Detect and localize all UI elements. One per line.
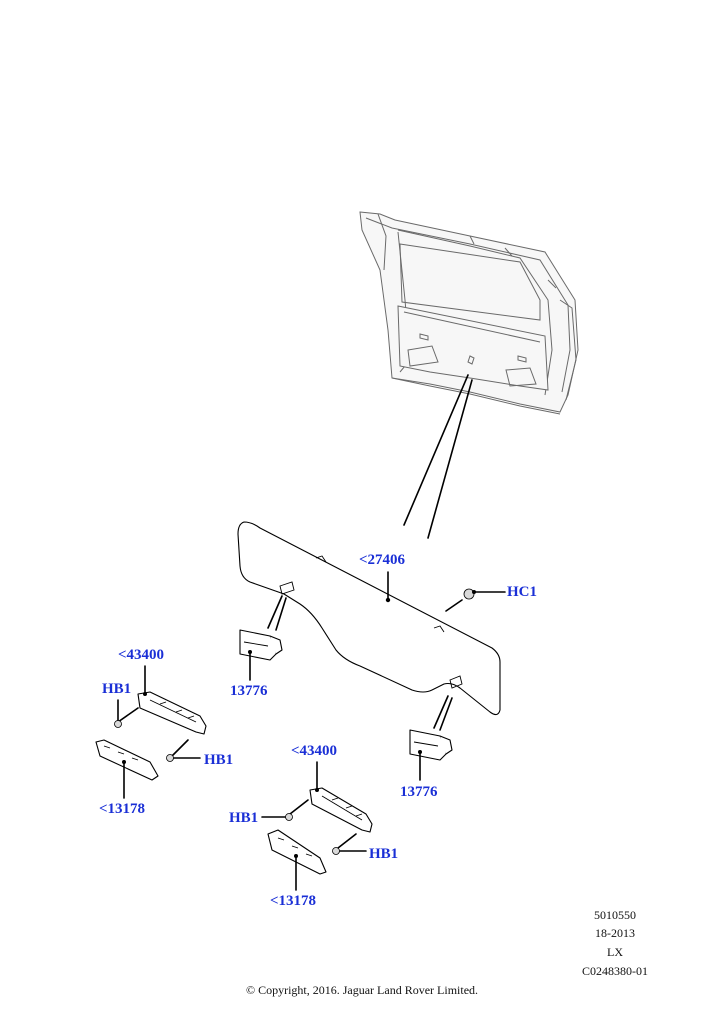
cover-left: [95, 739, 159, 799]
panel-leader-lines: [403, 374, 473, 539]
bolt-right-b: [332, 833, 367, 855]
meta-drawing-number: 5010550: [594, 908, 636, 922]
callout-bolt-left-a-hb1[interactable]: HB1: [102, 681, 132, 697]
meta-illustration-id: C0248380-01: [582, 964, 648, 978]
callout-clip-hc1[interactable]: HC1: [507, 584, 537, 600]
callout-cover-left-13178[interactable]: <13178: [99, 801, 146, 817]
callout-bolt-right-b-hb1[interactable]: HB1: [369, 846, 399, 862]
callout-panel-27406[interactable]: <27406: [359, 552, 406, 568]
bolt-right-a: [261, 799, 309, 821]
sensor-right: [409, 695, 453, 781]
meta-date-code: 18-2013: [595, 926, 635, 940]
clip-hc1: [445, 588, 506, 612]
callout-bolt-left-b-hb1[interactable]: HB1: [204, 752, 234, 768]
meta-model-code: LX: [607, 945, 623, 959]
callout-bracket-left-43400[interactable]: <43400: [118, 647, 165, 663]
callout-bracket-right-43400[interactable]: <43400: [291, 743, 338, 759]
bracket-left: [137, 665, 207, 735]
bolt-left-b: [166, 739, 201, 762]
bolt-left-a: [114, 699, 139, 728]
copyright-notice: © Copyright, 2016. Jaguar Land Rover Lim…: [245, 983, 479, 997]
callout-cover-right-13178[interactable]: <13178: [270, 893, 317, 909]
cover-right: [267, 829, 327, 891]
callout-sensor-right-13776[interactable]: 13776: [400, 784, 438, 800]
callout-bolt-right-a-hb1[interactable]: HB1: [229, 810, 259, 826]
callout-sensor-left-13776[interactable]: 13776: [230, 683, 268, 699]
bracket-right: [309, 761, 373, 833]
tailgate-illustration: [359, 211, 579, 415]
sensor-left: [239, 595, 287, 681]
trim-panel: [237, 521, 501, 716]
